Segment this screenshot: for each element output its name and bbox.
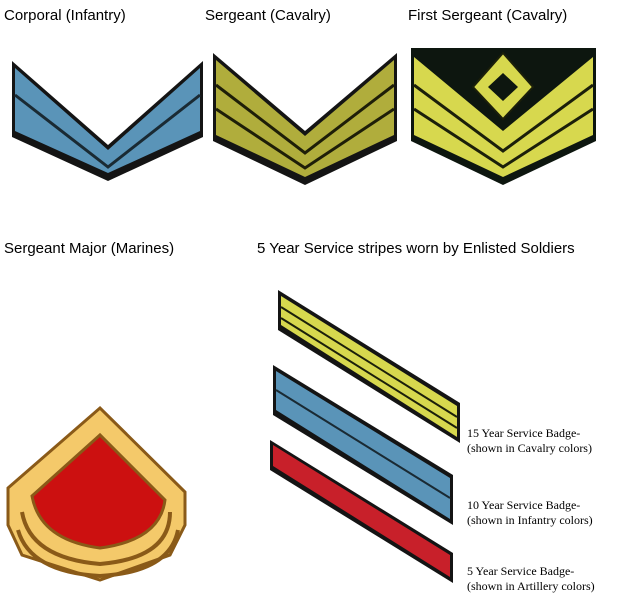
service-badge-5-note: 5 Year Service Badge- (shown in Artiller… [467, 564, 595, 594]
service-badge-10-title: 10 Year Service Badge- [467, 498, 581, 512]
corporal-caption: Corporal (Infantry) [4, 7, 126, 24]
corporal-chevron [12, 61, 203, 181]
first-sergeant-caption: First Sergeant (Cavalry) [408, 7, 568, 24]
service-badge-10-note: 10 Year Service Badge- (shown in Infantr… [467, 498, 593, 528]
service-stripes-caption: 5 Year Service stripes worn by Enlisted … [257, 240, 575, 257]
service-stripe-5-year [270, 440, 453, 583]
service-badge-15-title: 15 Year Service Badge- [467, 426, 581, 440]
service-badge-5-title: 5 Year Service Badge- [467, 564, 575, 578]
service-badge-15-subtitle: (shown in Cavalry colors) [467, 441, 592, 455]
service-stripe-10-year [273, 365, 453, 525]
sergeant-major-insignia [6, 405, 187, 582]
service-badge-15-note: 15 Year Service Badge- (shown in Cavalry… [467, 426, 592, 456]
service-badge-5-subtitle: (shown in Artillery colors) [467, 579, 595, 593]
service-stripe-15-year [278, 290, 460, 443]
first-sergeant-chevron [411, 48, 596, 185]
service-badge-10-subtitle: (shown in Infantry colors) [467, 513, 593, 527]
sergeant-chevron [213, 53, 397, 185]
sergeant-caption: Sergeant (Cavalry) [205, 7, 331, 24]
sergeant-major-caption: Sergeant Major (Marines) [4, 240, 175, 257]
service-stripes [270, 290, 460, 583]
